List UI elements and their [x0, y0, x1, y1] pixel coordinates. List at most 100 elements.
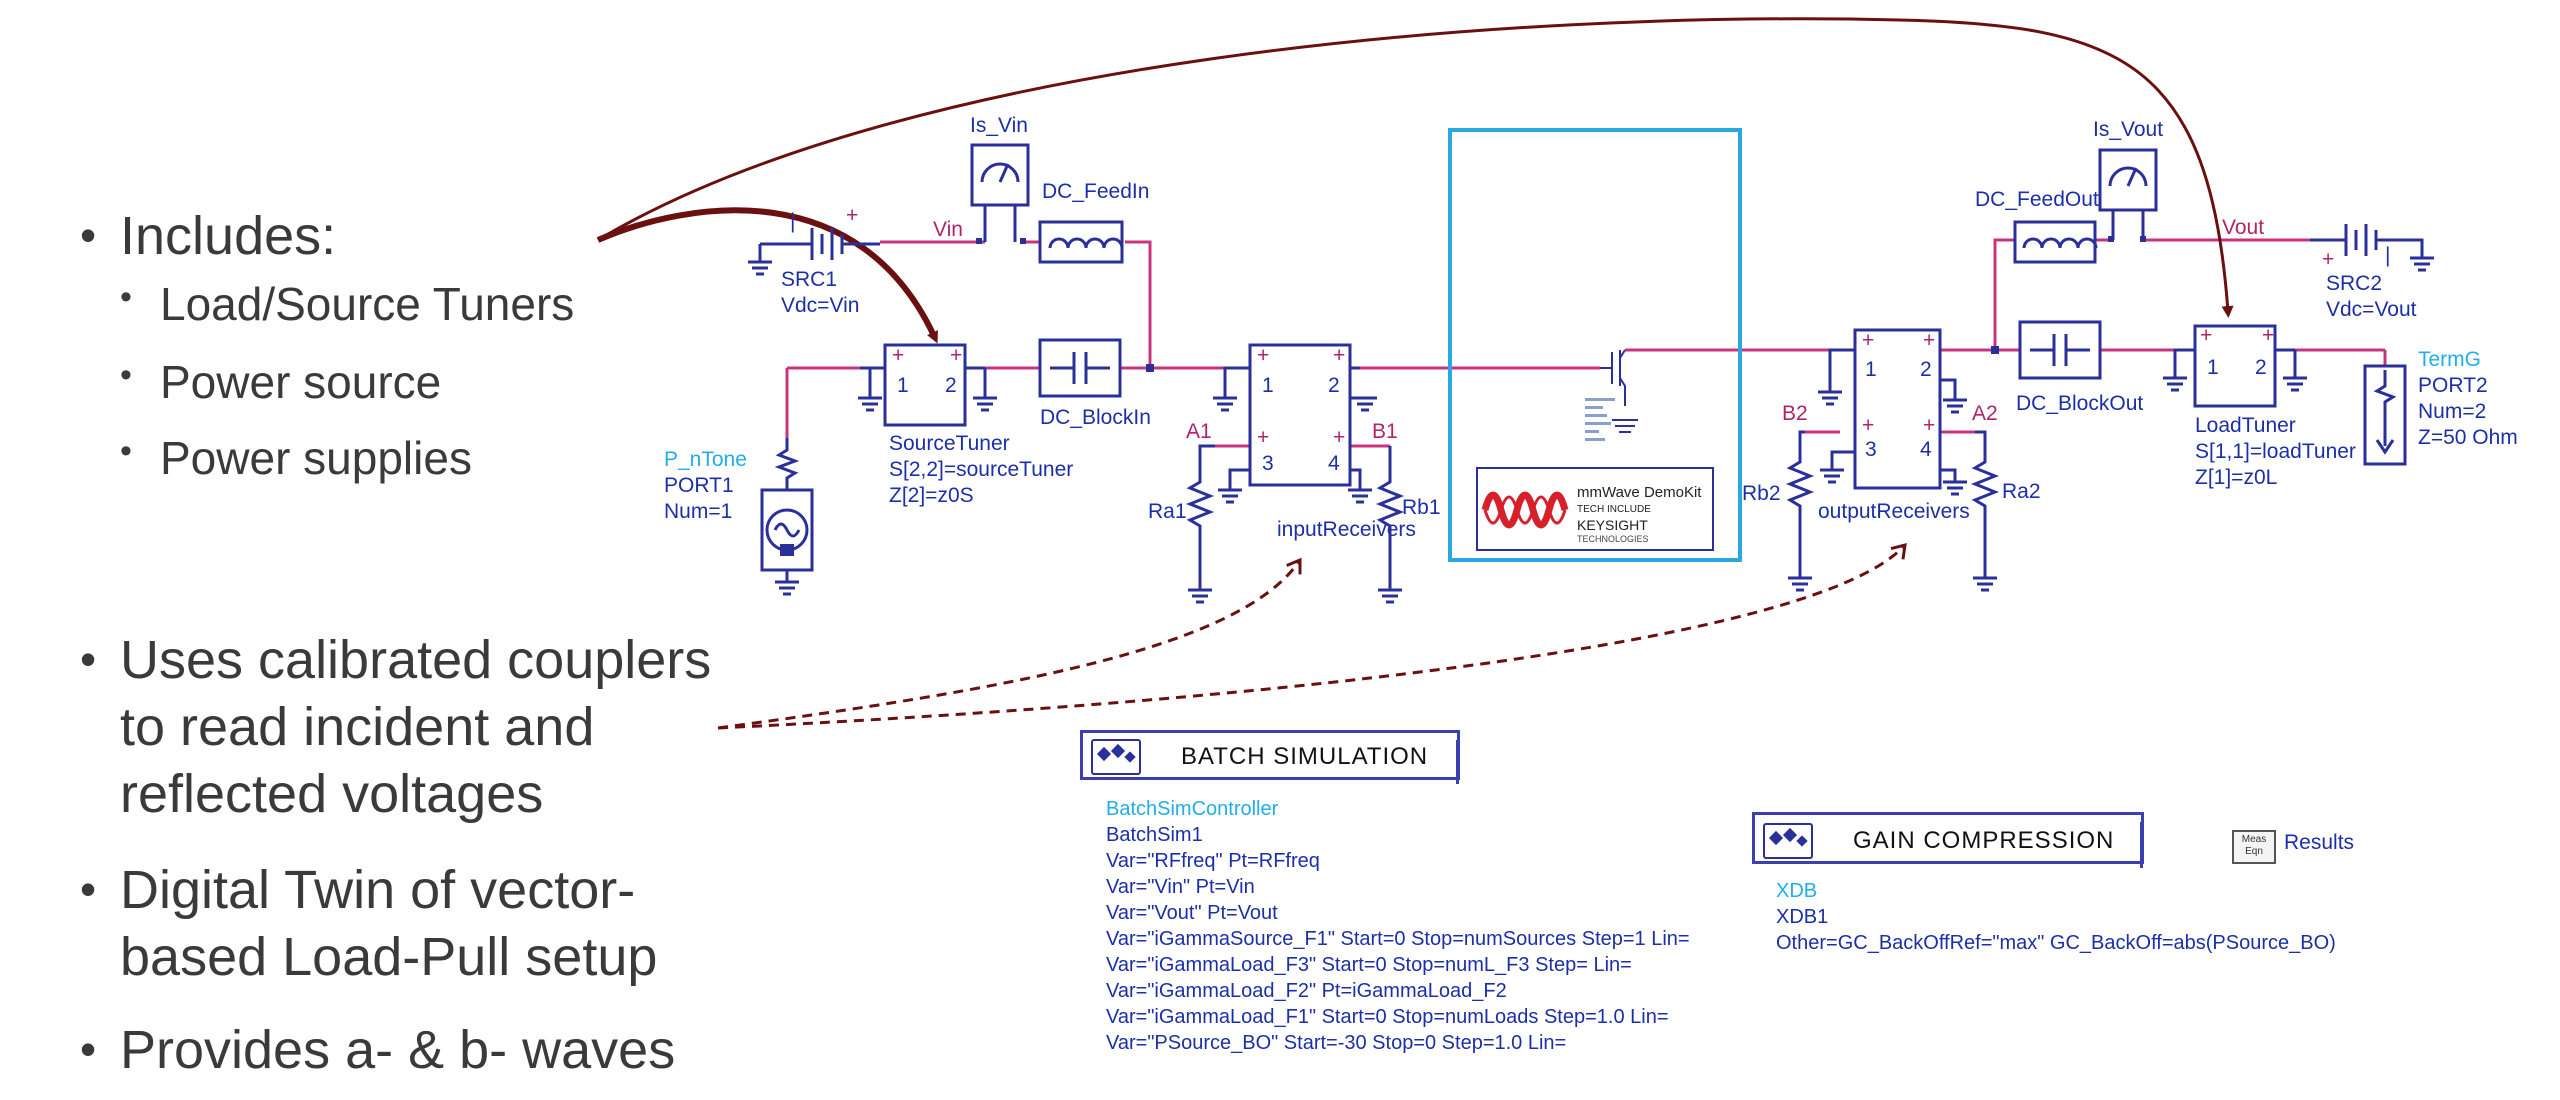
pin-dot: +: [1333, 426, 1345, 449]
dc-feedout-inductor-icon[interactable]: [2013, 220, 2098, 264]
dc-feedout-label: DC_FeedOut: [1975, 188, 2099, 211]
is-vout-label: Is_Vout: [2093, 118, 2163, 141]
is-vout-meter-icon[interactable]: [2098, 148, 2158, 240]
port1-num: Num=1: [664, 500, 732, 523]
p-ntone-label: P_nTone: [664, 448, 747, 471]
src2-plus: +: [2322, 248, 2334, 271]
port1-label: PORT1: [664, 474, 734, 497]
bullet-couplers-line3: reflected voltages: [120, 764, 544, 824]
gain-compression-title: GAIN COMPRESSION: [1853, 827, 2115, 854]
src2-label[interactable]: SRC2: [2326, 272, 2382, 295]
is-vin-meter-icon[interactable]: [970, 143, 1030, 242]
gain-compression-header[interactable]: GAIN COMPRESSION: [1752, 812, 2144, 864]
src1-vdc: Vdc=Vin: [781, 294, 859, 317]
junction-dots: [976, 236, 2146, 372]
bullet-list: • Includes: • Load/Source Tuners • Power…: [0, 0, 760, 1100]
dc-feedin-label: DC_FeedIn: [1042, 180, 1149, 203]
output-receivers-pin1: 1: [1865, 358, 1877, 381]
src2-vdc: Vdc=Vout: [2326, 298, 2417, 321]
batch-simulation-header[interactable]: BATCH SIMULATION: [1080, 730, 1460, 780]
batch-var-5: Var="iGammaLoad_F2" Pt=iGammaLoad_F2: [1106, 980, 1507, 1002]
dc-feedin-inductor-icon[interactable]: [1038, 220, 1124, 264]
load-tuner-pin1: 1: [2207, 356, 2219, 379]
bullet-includes: Includes:: [120, 206, 337, 266]
batch-var-1: Var="Vin" Pt=Vin: [1106, 876, 1255, 898]
source-tuner-z: Z[2]=z0S: [889, 484, 974, 507]
src1-label[interactable]: SRC1: [781, 268, 837, 291]
a1-net-label: A1: [1186, 420, 1212, 443]
batch-var-4: Var="iGammaLoad_F3" Start=0 Stop=numL_F3…: [1106, 954, 1632, 976]
batch-var-2: Var="Vout" Pt=Vout: [1106, 902, 1278, 924]
a2-net-label: A2: [1972, 402, 1998, 425]
rb1-label: Rb1: [1402, 496, 1441, 519]
output-receivers-label: outputReceivers: [1818, 500, 1970, 523]
ra2-label: Ra2: [2002, 480, 2041, 503]
b1-net-label: B1: [1372, 420, 1398, 443]
divider: [1456, 740, 1459, 784]
vout-net-label: Vout: [2222, 216, 2264, 239]
load-tuner-z: Z[1]=z0L: [2195, 466, 2277, 489]
port1-marker: [780, 544, 794, 556]
ground-icon: [775, 575, 799, 596]
bullet-power-source: Power source: [160, 356, 442, 408]
arrow-to-input-receivers: [717, 557, 1302, 730]
pin-dot: +: [1923, 414, 1935, 437]
demokit-sub: TECH INCLUDE: [1577, 504, 1651, 515]
device-parameter-text: [1585, 398, 1615, 441]
output-receivers-pin3: 3: [1865, 438, 1877, 461]
bullet-waves: Provides a- & b- waves: [120, 1020, 676, 1080]
transistor-icon[interactable]: [1600, 349, 1638, 433]
demokit-title: mmWave DemoKit: [1577, 484, 1702, 501]
output-receivers-block[interactable]: [1818, 328, 1967, 496]
batch-name: BatchSim1: [1106, 824, 1203, 846]
meas-eqn-icon-top: Meas: [2241, 834, 2267, 845]
bullet-dot: •: [80, 633, 97, 685]
port2-z: Z=50 Ohm: [2418, 426, 2518, 449]
meas-eqn-icon[interactable]: Meas Eqn: [2232, 830, 2276, 864]
src2-battery-icon: [2310, 224, 2434, 272]
input-receivers-pin2: 2: [1328, 374, 1340, 397]
bullet-dot: •: [80, 209, 97, 261]
load-tuner-label: LoadTuner: [2195, 414, 2296, 437]
bullet-dot: •: [80, 863, 97, 915]
load-tuner-pin2: 2: [2255, 356, 2267, 379]
meas-eqn-icon-bottom: Eqn: [2245, 846, 2263, 857]
ra2-resistor-icon[interactable]: [1970, 430, 2000, 592]
source-tuner-label: SourceTuner: [889, 432, 1010, 455]
input-receivers-block[interactable]: [1213, 343, 1377, 504]
bullet-power-supplies: Power supplies: [160, 432, 472, 484]
dc-blockin-capacitor-icon[interactable]: [1038, 338, 1122, 398]
ra1-resistor-icon[interactable]: [1185, 444, 1215, 604]
bullet-dot: •: [120, 356, 132, 394]
xdb-name: XDB1: [1776, 906, 1829, 928]
arrow-to-output-receivers: [717, 542, 1907, 730]
annotation-arrows: [596, 17, 2234, 730]
pin-dot: +: [1333, 344, 1345, 367]
dc-blockout-capacitor-icon[interactable]: [2018, 320, 2102, 380]
output-receivers-pin4: 4: [1920, 438, 1932, 461]
keysight-demokit-logo: mmWave DemoKit TECH INCLUDE KEYSIGHT TEC…: [1476, 467, 1714, 551]
xdb-type: XDB: [1776, 880, 1818, 902]
rb2-resistor-icon[interactable]: [1785, 430, 1815, 592]
batch-var-0: Var="RFfreq" Pt=RFfreq: [1106, 850, 1320, 872]
batch-simulation-title: BATCH SIMULATION: [1181, 743, 1429, 770]
ra1-label: Ra1: [1148, 500, 1187, 523]
port2-termination-icon[interactable]: [2363, 364, 2407, 466]
bullet-dot: •: [120, 278, 132, 316]
vin-net-label: Vin: [933, 218, 963, 241]
pin-dot: +: [950, 344, 962, 367]
source-tuner-block[interactable]: [858, 343, 997, 427]
load-tuner-block[interactable]: [2163, 324, 2307, 408]
bullet-twin-line2: based Load-Pull setup: [120, 927, 658, 987]
device-box[interactable]: [1448, 128, 1742, 562]
rb2-label: Rb2: [1742, 482, 1781, 505]
rb1-resistor-icon[interactable]: [1375, 446, 1405, 604]
arrow-to-source-tuner: [596, 207, 938, 344]
source-tuner-pin2: 2: [945, 374, 957, 397]
src1-minus: |: [790, 210, 795, 233]
port2-label: PORT2: [2418, 374, 2488, 397]
batch-var-7: Var="PSource_BO" Start=-30 Stop=0 Step=1…: [1106, 1032, 1567, 1054]
port1-source-icon[interactable]: [760, 438, 814, 578]
b2-net-label: B2: [1782, 402, 1808, 425]
